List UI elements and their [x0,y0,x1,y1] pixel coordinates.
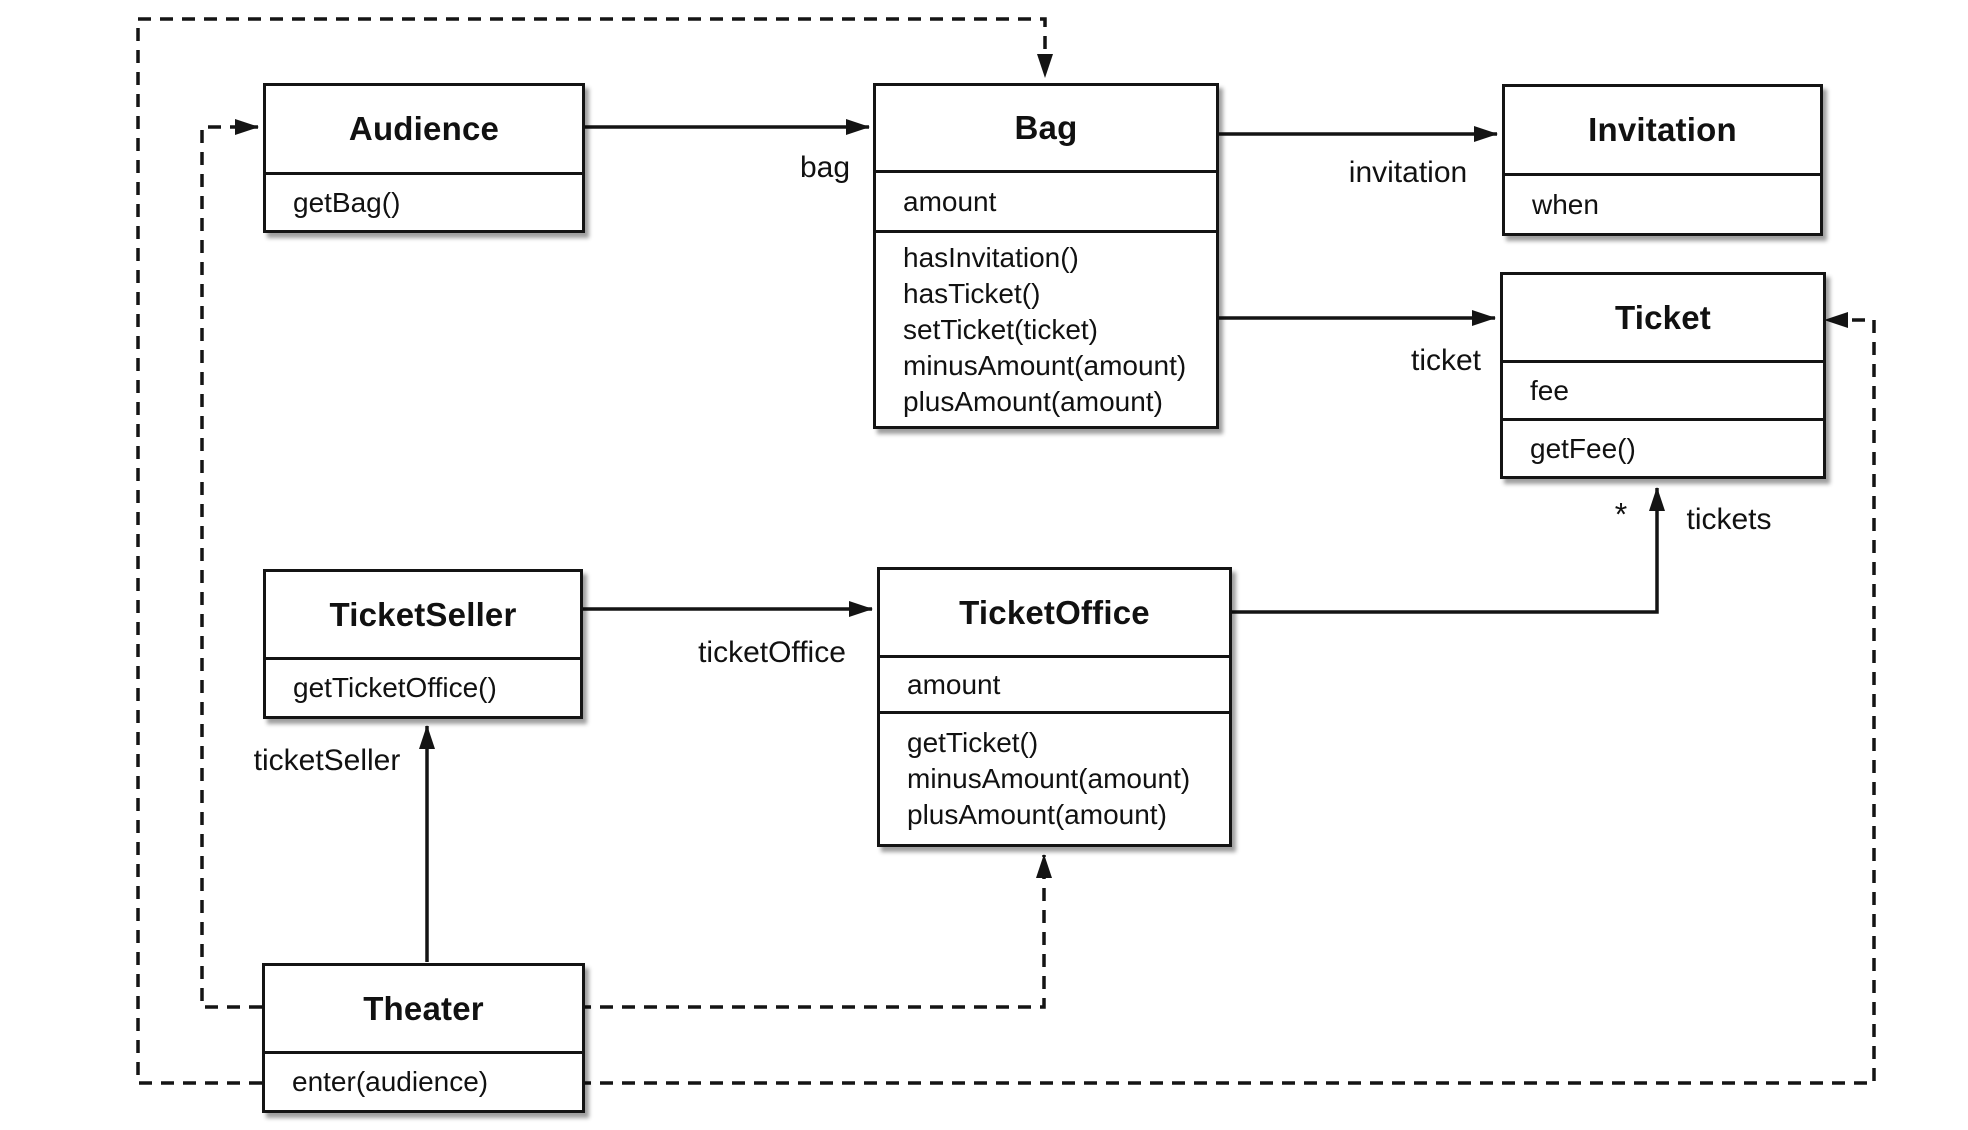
method-label: setTicket(ticket) [903,313,1098,345]
association-ticketoffice-tickets [1225,487,1665,614]
methods-compartment-bag: hasInvitation() hasTicket() setTicket(ti… [876,230,1216,426]
edge-label-bag: bag [796,151,854,185]
method-label: hasInvitation() [903,241,1079,273]
method-label: minusAmount(amount) [903,349,1187,381]
methods-compartment-ticketseller: getTicketOffice() [266,657,580,716]
methods-compartment-ticketoffice: getTicket() minusAmount(amount) plusAmou… [880,711,1229,844]
attribute-label: amount [907,668,1001,700]
methods-compartment-theater: enter(audience) [265,1051,582,1110]
class-box-bag: Bag amount hasInvitation() hasTicket() s… [873,83,1219,429]
edge-label-ticketoffice: ticketOffice [695,636,849,670]
method-label: getFee() [1530,432,1636,464]
class-title-invitation: Invitation [1588,111,1737,148]
dependency-theater-audience [200,119,262,1009]
attributes-compartment-ticketoffice: amount [880,655,1229,711]
edge-label-ticketseller: ticketSeller [250,744,404,778]
edge-label-ticket: ticket [1407,344,1485,378]
method-label: plusAmount(amount) [903,385,1163,417]
class-title-ticketoffice: TicketOffice [959,593,1150,631]
method-label: getTicket() [907,727,1039,758]
class-box-theater: Theater enter(audience) [262,963,585,1113]
edge-label-tickets: tickets [1683,503,1775,537]
class-title-ticket: Ticket [1615,298,1711,336]
attributes-compartment-bag: amount [876,170,1216,230]
class-title-audience: Audience [348,110,500,147]
class-box-ticketoffice: TicketOffice amount getTicket() minusAmo… [877,567,1232,847]
class-box-audience: Audience getBag() [263,83,585,233]
methods-compartment-ticket: getFee() [1503,418,1823,476]
attribute-label: fee [1530,374,1569,406]
dependency-theater-bag [136,17,1053,1085]
attributes-compartment-invitation: when [1505,173,1820,233]
method-label: getBag() [293,186,401,218]
class-title-theater: Theater [363,989,484,1027]
method-label: hasTicket() [903,277,1041,309]
method-label: enter(audience) [292,1066,489,1097]
multiplicity-star-label: * [1612,496,1630,534]
class-title-bag: Bag [1014,109,1078,146]
attribute-label: amount [903,185,997,217]
class-box-ticketseller: TicketSeller getTicketOffice() [263,569,583,719]
method-label: getTicketOffice() [293,672,497,703]
dependency-theater-ticketoffice [578,854,1052,1009]
method-label: plusAmount(amount) [907,799,1167,830]
dependency-theater-ticket [578,312,1876,1085]
class-box-ticket: Ticket fee getFee() [1500,272,1826,479]
attributes-compartment-ticket: fee [1503,360,1823,418]
edge-label-invitation: invitation [1345,156,1471,190]
methods-compartment-audience: getBag() [266,172,582,230]
attribute-label: when [1532,188,1599,220]
class-box-invitation: Invitation when [1502,84,1823,236]
method-label: minusAmount(amount) [907,763,1191,794]
class-title-ticketseller: TicketSeller [329,595,517,633]
